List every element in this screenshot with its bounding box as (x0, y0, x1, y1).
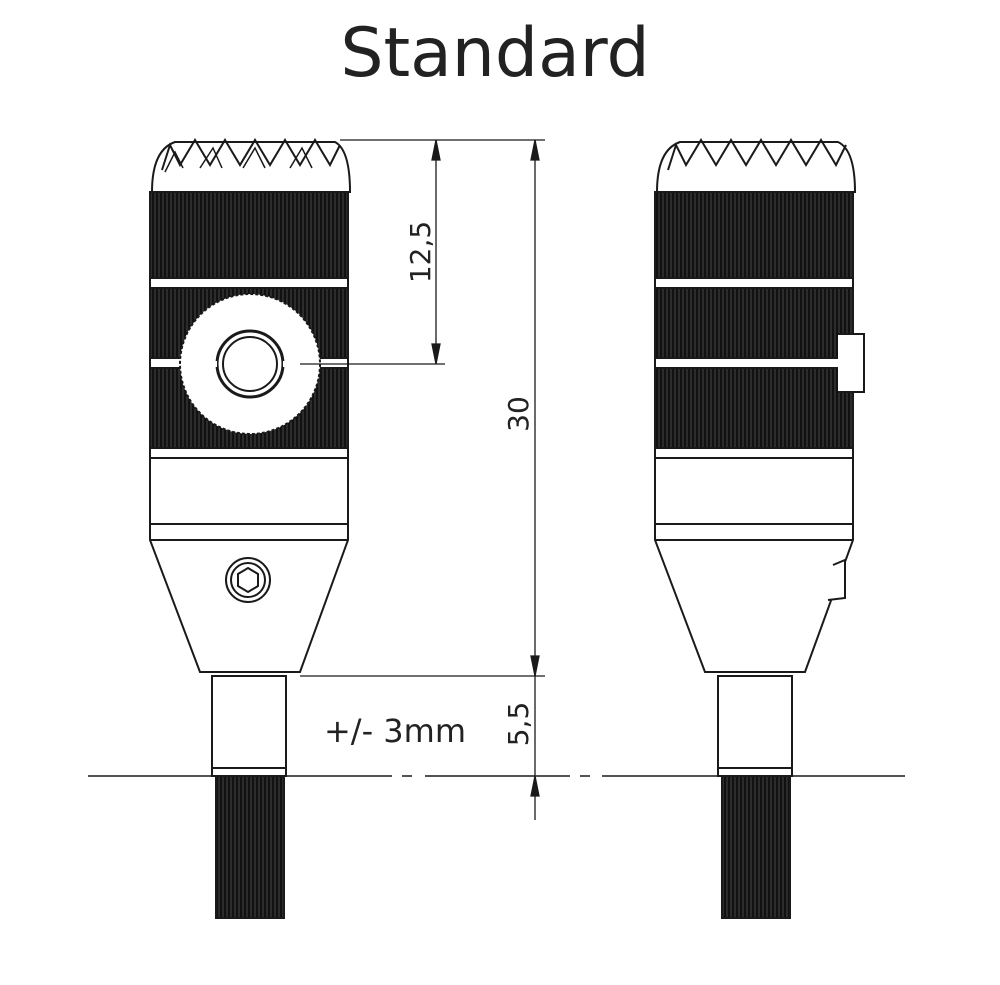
dim-label-5-5: 5,5 (502, 702, 535, 747)
spline (215, 775, 285, 919)
dimension-lines (300, 139, 545, 820)
dim-label-12-5: 12,5 (404, 221, 437, 283)
diagram-title: Standard (340, 14, 650, 93)
gear-hub-inner (222, 336, 278, 392)
crown-top (150, 141, 352, 193)
front-view (149, 138, 352, 919)
shaft (211, 675, 287, 773)
adjust-note: +/- 3mm (324, 712, 466, 750)
dim-label-30: 30 (502, 396, 535, 432)
knurl-band-upper (149, 191, 349, 279)
collar (149, 447, 349, 459)
crown-teeth (161, 138, 341, 171)
side-view (654, 138, 865, 919)
